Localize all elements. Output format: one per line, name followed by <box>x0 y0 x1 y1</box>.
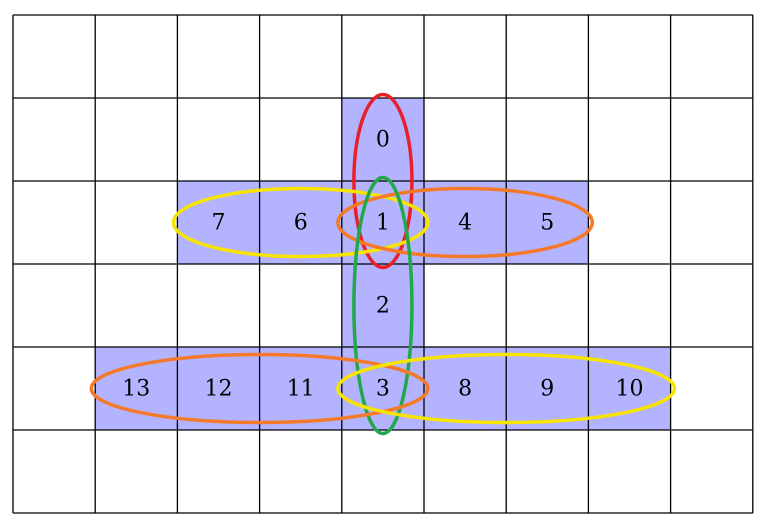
group-ellipses <box>89 92 677 436</box>
highlighted-cell <box>506 347 589 430</box>
highlighted-cell <box>424 347 507 430</box>
cell-label: 11 <box>287 377 315 402</box>
group-ellipse <box>171 186 430 259</box>
cell-label: 8 <box>458 377 472 402</box>
highlighted-cell <box>259 347 342 430</box>
group-ellipse <box>352 92 414 270</box>
cell-label: 7 <box>212 211 226 236</box>
cell-label: 13 <box>122 377 150 402</box>
cell-label: 5 <box>540 211 554 236</box>
cell-label: 0 <box>376 128 390 153</box>
grid-lines <box>12 14 754 514</box>
cell-label: 2 <box>376 294 390 319</box>
cell-label: 3 <box>376 377 390 402</box>
group-ellipse <box>89 352 430 425</box>
cell-label: 10 <box>616 377 644 402</box>
highlighted-cell <box>424 181 507 264</box>
cell-label: 4 <box>458 211 472 236</box>
group-ellipse <box>352 175 414 436</box>
group-ellipse <box>336 186 595 259</box>
cell-label: 9 <box>540 377 554 402</box>
group-ellipse <box>336 352 677 425</box>
highlighted-cell <box>177 347 260 430</box>
cell-label: 1 <box>376 211 390 236</box>
highlighted-cell <box>259 181 342 264</box>
cell-label: 12 <box>205 377 233 402</box>
cell-label: 6 <box>294 211 308 236</box>
